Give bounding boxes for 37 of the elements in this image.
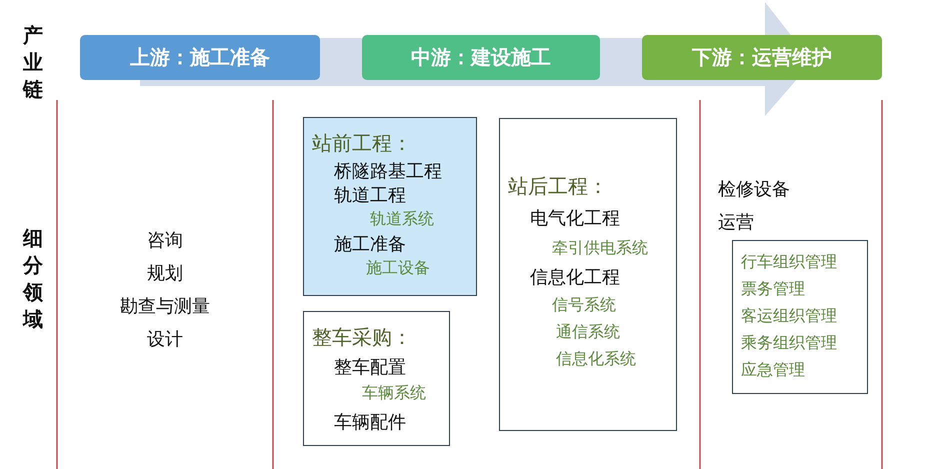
subitem-text: 应急管理: [741, 360, 805, 381]
item-text: 咨询: [147, 229, 183, 252]
category-box: [732, 240, 868, 394]
row-header: 细分领域: [22, 225, 44, 333]
category-box: [303, 311, 450, 446]
item-text: 电气化工程: [530, 207, 620, 230]
subitem-text: 通信系统: [556, 322, 620, 343]
item-text: 设计: [147, 328, 183, 351]
item-text: 检修设备: [718, 178, 790, 201]
subitem-text: 信息化系统: [556, 349, 636, 370]
heading-text: 整车采购：: [312, 324, 412, 351]
subitem-text: 客运组织管理: [741, 306, 837, 327]
item-text: 车辆配件: [334, 411, 406, 434]
stage-banner: 下游：运营维护: [642, 35, 882, 80]
item-text: 轨道工程: [334, 184, 406, 207]
subitem-text: 施工设备: [366, 258, 430, 279]
subitem-text: 车辆系统: [362, 383, 426, 404]
item-text: 运营: [718, 211, 754, 234]
item-text: 规划: [147, 262, 183, 285]
heading-text: 站前工程：: [312, 130, 412, 157]
item-text: 信息化工程: [530, 266, 620, 289]
category-box: [499, 118, 677, 431]
category-box: [303, 117, 477, 296]
subitem-text: 信号系统: [552, 295, 616, 316]
item-text: 桥隧路基工程: [334, 160, 442, 183]
subitem-text: 牵引供电系统: [552, 238, 648, 259]
heading-text: 站后工程：: [508, 173, 608, 200]
subitem-text: 轨道系统: [370, 209, 434, 230]
row-header: 产业链: [22, 22, 44, 103]
item-text: 整车配置: [334, 356, 406, 379]
stage-banner: 中游：建设施工: [362, 35, 600, 80]
subitem-text: 票务管理: [741, 279, 805, 300]
stage-banner: 上游：施工准备: [80, 35, 320, 80]
item-text: 施工准备: [334, 233, 406, 256]
subitem-text: 乘务组织管理: [741, 333, 837, 354]
item-text: 勘查与测量: [120, 295, 210, 318]
subitem-text: 行车组织管理: [741, 252, 837, 273]
